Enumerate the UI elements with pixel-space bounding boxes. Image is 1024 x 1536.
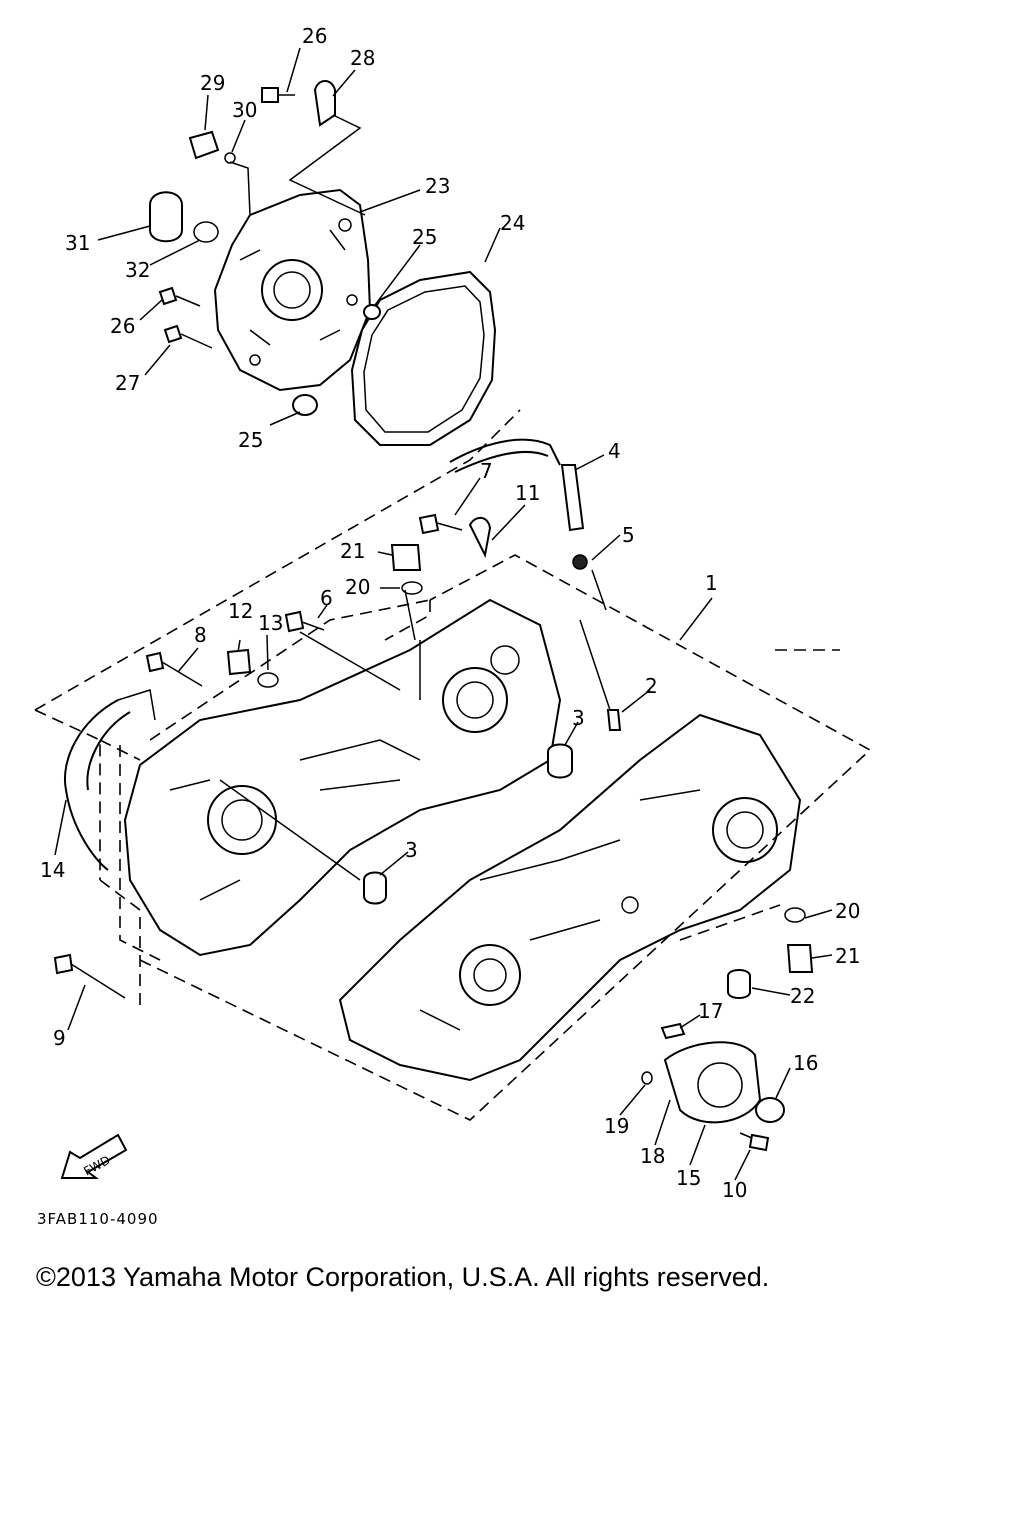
part-label-5: 5: [622, 523, 635, 547]
part-label-25b: 25: [238, 428, 263, 452]
part-label-7: 6: [320, 586, 333, 610]
left-crankcase: [123, 598, 562, 957]
part-label-19: 19: [604, 1114, 629, 1138]
part-label-20b: 20: [835, 899, 860, 923]
diagram-code: 3FAB110-4090: [37, 1210, 159, 1228]
part-label-21a: 21: [340, 539, 365, 563]
assembly-outlines: [34, 409, 872, 1121]
cover-gasket: [350, 270, 497, 446]
fwd-arrow: FWD: [60, 1133, 128, 1179]
part-label-21b: 21: [835, 944, 860, 968]
part-label-23: 23: [425, 174, 450, 198]
part-labels: 26 28 29 30 23 24 25 31 32 26 27 25 4 7 …: [40, 24, 860, 1202]
part-label-6: 7: [480, 459, 493, 483]
part-label-11: 12: [228, 599, 253, 623]
part-label-4: 4: [608, 439, 621, 463]
part-label-17: 18: [640, 1144, 665, 1168]
part-label-16: 17: [698, 999, 723, 1023]
part-label-24: 24: [500, 211, 525, 235]
part-label-3a: 3: [572, 706, 585, 730]
part-label-18: 10: [722, 1178, 747, 1202]
part-label-3b: 3: [405, 838, 418, 862]
part-label-30: 30: [232, 98, 257, 122]
fwd-label: FWD: [81, 1153, 112, 1179]
part-label-2: 2: [645, 674, 658, 698]
part-label-26a: 26: [302, 24, 327, 48]
part-label-20a: 20: [345, 575, 370, 599]
part-label-9: 9: [53, 1026, 66, 1050]
leader-lines: [54, 47, 833, 1181]
crankcase-cover: [213, 188, 372, 392]
part-label-14: 15: [676, 1166, 701, 1190]
part-label-26b: 26: [110, 314, 135, 338]
part-label-13: 14: [40, 858, 65, 882]
part-label-32: 32: [125, 258, 150, 282]
part-label-22: 22: [790, 984, 815, 1008]
part-label-12: 13: [258, 611, 283, 635]
part-label-27: 27: [115, 371, 140, 395]
right-crankcase: [338, 713, 802, 1082]
copyright-text: ©2013 Yamaha Motor Corporation, U.S.A. A…: [36, 1262, 770, 1292]
part-label-15: 16: [793, 1051, 818, 1075]
part-label-31: 31: [65, 231, 90, 255]
part-label-8: 8: [194, 623, 207, 647]
part-label-29: 29: [200, 71, 225, 95]
breather-hose: [449, 438, 588, 570]
fasteners: [53, 513, 814, 1152]
part-label-25a: 25: [412, 225, 437, 249]
side-gasket: [64, 689, 156, 871]
part-label-10: 11: [515, 481, 540, 505]
part-label-1: 1: [705, 571, 718, 595]
small-parts-top: [149, 80, 381, 416]
part-label-28: 28: [350, 46, 375, 70]
